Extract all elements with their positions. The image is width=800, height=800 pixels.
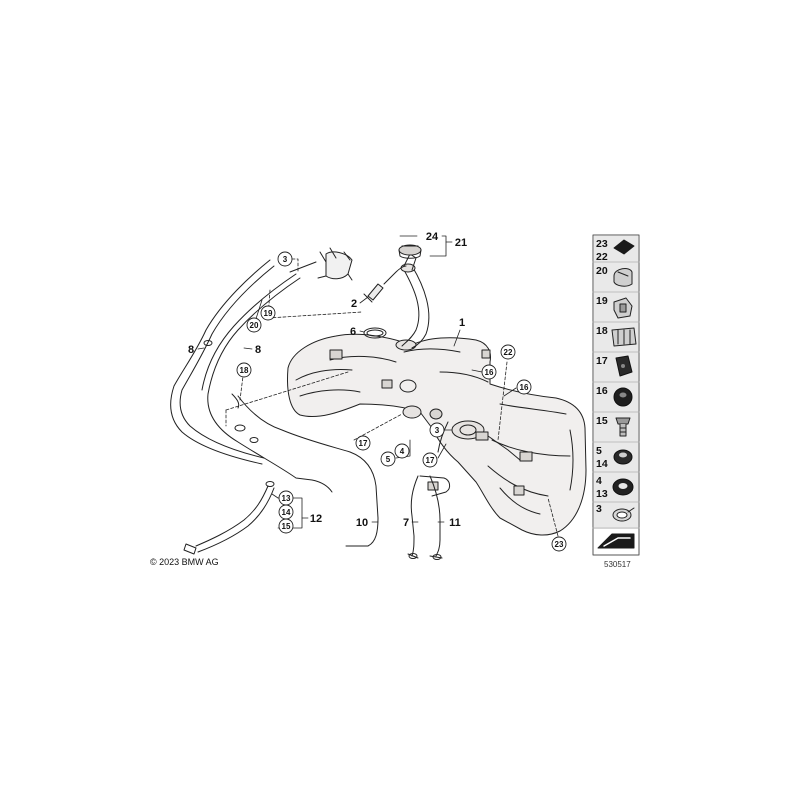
pad-icon [613, 239, 635, 255]
seal-ring-icon [612, 478, 634, 496]
label-8-right: 8 [255, 344, 261, 356]
panel-label-23: 23 [596, 238, 608, 250]
hose-piece-2 [367, 283, 384, 301]
label-7: 7 [403, 517, 409, 529]
callout-15: 15 [282, 522, 291, 531]
panel-label-3: 3 [596, 503, 602, 515]
nut-icon [613, 449, 633, 465]
parts-panel-labels: 23 22 20 19 18 17 16 15 5 14 4 13 3 [596, 238, 608, 515]
callout-22: 22 [504, 348, 513, 357]
parts-panel [592, 234, 640, 556]
leader-lines [197, 235, 559, 537]
callout-14: 14 [282, 508, 291, 517]
arrow-icon [597, 533, 635, 549]
carbon-canister [317, 247, 353, 281]
panel-label-5: 5 [596, 445, 602, 457]
clip-icon [613, 268, 633, 287]
circled-callouts [236, 251, 567, 552]
label-12: 12 [310, 513, 322, 525]
label-10: 10 [356, 517, 368, 529]
callout-19: 19 [264, 309, 273, 318]
callout-16-right: 16 [520, 383, 529, 392]
panel-label-15: 15 [596, 415, 608, 427]
callout-5: 5 [386, 455, 391, 464]
grommet-icon [613, 387, 633, 407]
panel-label-19: 19 [596, 295, 608, 307]
panel-label-20: 20 [596, 265, 608, 277]
label-8-left: 8 [188, 344, 194, 356]
document-number: 530517 [604, 560, 631, 569]
multi-clip-icon [611, 327, 637, 347]
label-24: 24 [426, 231, 439, 243]
copyright-notice: © 2023 BMW AG [150, 557, 219, 567]
label-2: 2 [351, 298, 357, 310]
panel-label-18: 18 [596, 325, 608, 337]
panel-label-13: 13 [596, 488, 608, 500]
clamp-icon [613, 297, 633, 319]
callout-20: 20 [250, 321, 259, 330]
panel-label-14: 14 [596, 458, 608, 470]
callout-17-left: 17 [359, 439, 368, 448]
seal-ring-6 [363, 327, 387, 339]
callout-3-top: 3 [283, 255, 288, 264]
callout-13: 13 [282, 494, 291, 503]
callout-4: 4 [400, 447, 405, 456]
panel-label-22: 22 [596, 251, 608, 263]
callout-labels: 24 21 2 1 6 8 8 10 7 11 12 3 19 20 18 22… [188, 231, 564, 549]
hose-clamp-icon [612, 507, 635, 522]
callout-16-left: 16 [485, 368, 494, 377]
filler-neck [400, 253, 430, 349]
panel-label-17: 17 [596, 355, 608, 367]
callout-3-middle: 3 [435, 426, 440, 435]
fuel-lines [170, 259, 521, 560]
panel-label-16: 16 [596, 385, 608, 397]
label-1: 1 [459, 317, 465, 329]
label-21: 21 [455, 237, 467, 249]
label-6: 6 [350, 326, 356, 338]
label-11: 11 [449, 517, 461, 529]
panel-label-4: 4 [596, 475, 602, 487]
callout-17-right: 17 [426, 456, 435, 465]
screw-icon [615, 417, 631, 437]
callout-18: 18 [240, 366, 249, 375]
bracket-icon [615, 355, 633, 377]
callout-23: 23 [555, 540, 564, 549]
fuel-cap [398, 244, 422, 259]
